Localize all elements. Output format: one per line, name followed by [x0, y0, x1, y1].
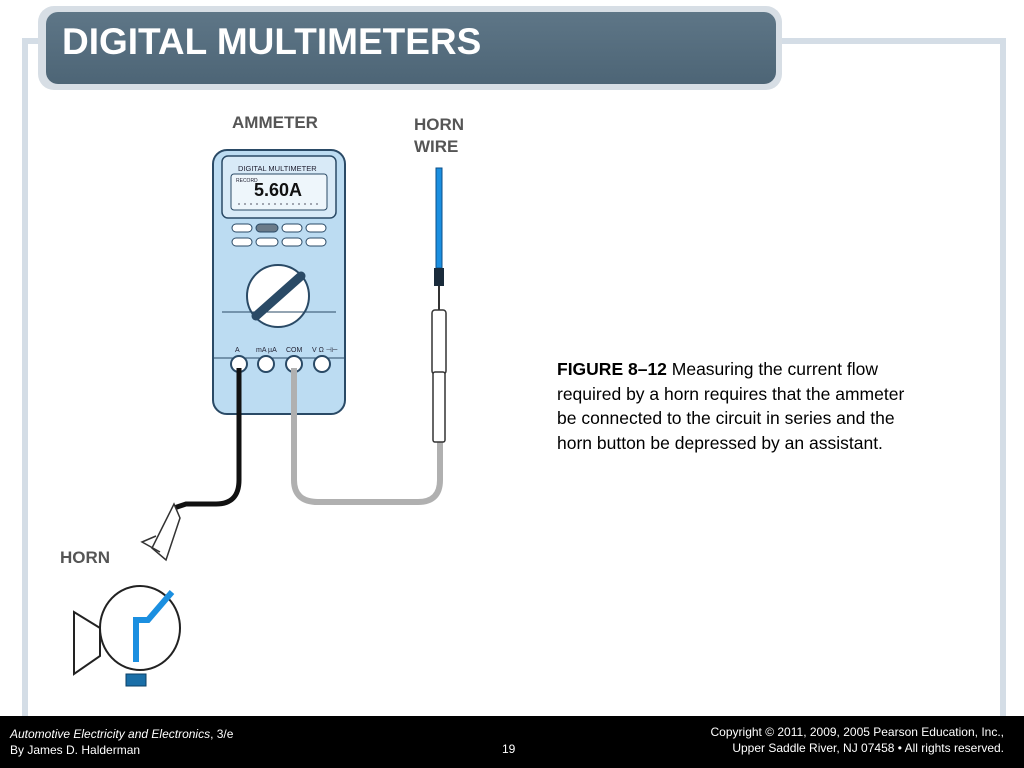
figure-caption-label: FIGURE 8–12	[557, 359, 667, 379]
black-test-lead	[173, 368, 242, 511]
jack-label-com: COM	[286, 347, 303, 354]
footer-left: Automotive Electricity and Electronics, …	[10, 726, 233, 758]
ammeter-label: AMMETER	[232, 113, 318, 132]
horn-label: HORN	[60, 548, 110, 567]
horn-wire-label-1: HORN	[414, 115, 464, 134]
jack-v	[313, 355, 331, 373]
footer-edition: , 3/e	[210, 727, 234, 741]
figure-caption: FIGURE 8–12 Measuring the current flow r…	[557, 357, 907, 455]
footer-book-title: Automotive Electricity and Electronics	[10, 727, 211, 741]
meter-brand: DIGITAL MULTIMETER	[238, 164, 317, 173]
figure-caption-text: Measuring the current flow required by a…	[557, 359, 905, 453]
horn-wire-probe	[431, 167, 447, 443]
jack-label-v: V Ω ⊣⊢	[312, 347, 338, 354]
footer-page-number: 19	[502, 742, 516, 756]
jack-ma	[257, 355, 275, 373]
alligator-clip	[140, 502, 181, 562]
horn-wire-label-2: WIRE	[414, 137, 458, 156]
footer-author: By James D. Halderman	[10, 743, 141, 757]
multimeter: DIGITAL MULTIMETER RECORD 5.60A A mA µA …	[212, 149, 346, 415]
footer-bar: Automotive Electricity and Electronics, …	[0, 716, 1024, 768]
title-bar-inner	[46, 12, 776, 84]
meter-recording-label: RECORD	[236, 178, 258, 184]
jack-label-ma: mA µA	[256, 347, 277, 354]
gray-test-lead	[291, 368, 443, 505]
footer-right: Copyright © 2011, 2009, 2005 Pearson Edu…	[711, 724, 1004, 756]
jack-label-a: A	[235, 347, 240, 354]
footer-copyright-2: Upper Saddle River, NJ 07458 • All right…	[732, 741, 1004, 755]
meter-reading: 5.60A	[254, 180, 302, 200]
figure-illustration: AMMETER HORN WIRE HORN DIGITAL MULTIMETE…	[60, 113, 464, 687]
footer-copyright-1: Copyright © 2011, 2009, 2005 Pearson Edu…	[710, 725, 1004, 739]
slide-title: DIGITAL MULTIMETERS	[62, 21, 482, 62]
horn	[73, 585, 181, 687]
